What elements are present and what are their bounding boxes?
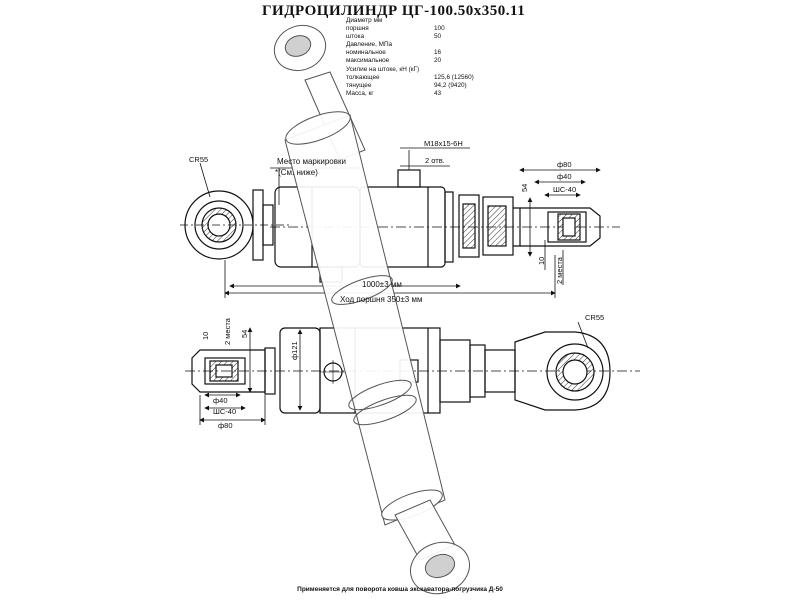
cylinder-3d-view [273, 24, 470, 595]
spec-row: толкающее 125,6 (12560) [346, 74, 474, 82]
label-dim54-top: 54 [520, 184, 529, 192]
label-marking-note: *(См. ниже) [275, 168, 318, 177]
bottom-dimensions [199, 321, 589, 425]
spec-label: поршня [346, 25, 369, 33]
spec-label: тянущее [346, 81, 372, 89]
label-dia80-top: ф80 [557, 160, 572, 169]
label-cr55-top: CR55 [189, 155, 208, 164]
spec-value: 50 [434, 33, 442, 41]
spec-row: Усилие на штоке, кН (кГ) [346, 66, 474, 74]
drawing-labels: CR55 Место маркировки *(См. ниже) М18х15… [189, 139, 604, 430]
spec-value: 20 [434, 57, 442, 65]
spec-label: толкающее [346, 73, 380, 81]
drawing-title: ГИДРОЦИЛИНДР ЦГ-100.50х350.11 [262, 3, 526, 19]
footer-note: Применяется для поворота ковша экскавато… [297, 586, 503, 593]
label-cr55-bottom: CR55 [585, 313, 604, 322]
label-dim10-bottom: 10 [201, 332, 210, 340]
spec-value: 43 [434, 89, 442, 97]
label-shs40-bottom: ШС-40 [213, 407, 236, 416]
spec-row: Давление, МПа [346, 41, 474, 49]
spec-row: максимальное 20 [346, 57, 474, 65]
spec-value: 100 [434, 25, 445, 33]
label-length: 1000±3 мм [362, 280, 402, 289]
label-dim10-top: 10 [537, 257, 546, 265]
label-holes: 2 отв. [425, 156, 445, 165]
label-places2-bottom: 2 места [223, 317, 232, 345]
label-dim54-bottom: 54 [240, 330, 249, 338]
spec-label: штока [346, 33, 365, 41]
top-rod-end [458, 194, 601, 258]
top-view [180, 147, 620, 298]
spec-label: Диаметр мм [346, 17, 383, 24]
spec-row: Диаметр мм [346, 17, 474, 25]
label-thread: М18х15-6Н [424, 139, 463, 148]
label-dia40-top: ф40 [557, 172, 572, 181]
label-shs40-top: ШС-40 [553, 185, 576, 194]
label-places2-top: 2 места [555, 256, 564, 284]
spec-row: поршня 100 [346, 25, 474, 33]
bottom-rod-eye [514, 331, 611, 411]
spec-value: 94,2 (9420) [434, 81, 467, 89]
spec-value: 125,6 (12560) [434, 73, 474, 81]
spec-row: номинальное 16 [346, 49, 474, 57]
spec-label: номинальное [346, 49, 386, 57]
label-marking-place: Место маркировки [277, 157, 346, 166]
spec-label: Масса, кг [346, 89, 374, 97]
spec-label: Давление, МПа [346, 41, 393, 49]
spec-value: 16 [434, 49, 442, 57]
spec-row: штока 50 [346, 33, 474, 41]
label-stroke: Ход поршня 350±3 мм [340, 295, 422, 304]
spec-row: тянущее 94,2 (9420) [346, 82, 474, 90]
label-dia40-bottom: ф40 [213, 396, 228, 405]
spec-label: максимальное [346, 57, 390, 65]
spec-row: Масса, кг 43 [346, 90, 474, 98]
label-dia121: ф121 [290, 341, 299, 360]
top-left-eye [180, 189, 290, 261]
label-dia80-bottom: ф80 [218, 421, 233, 430]
spec-label: Усилие на штоке, кН (кГ) [346, 65, 420, 73]
